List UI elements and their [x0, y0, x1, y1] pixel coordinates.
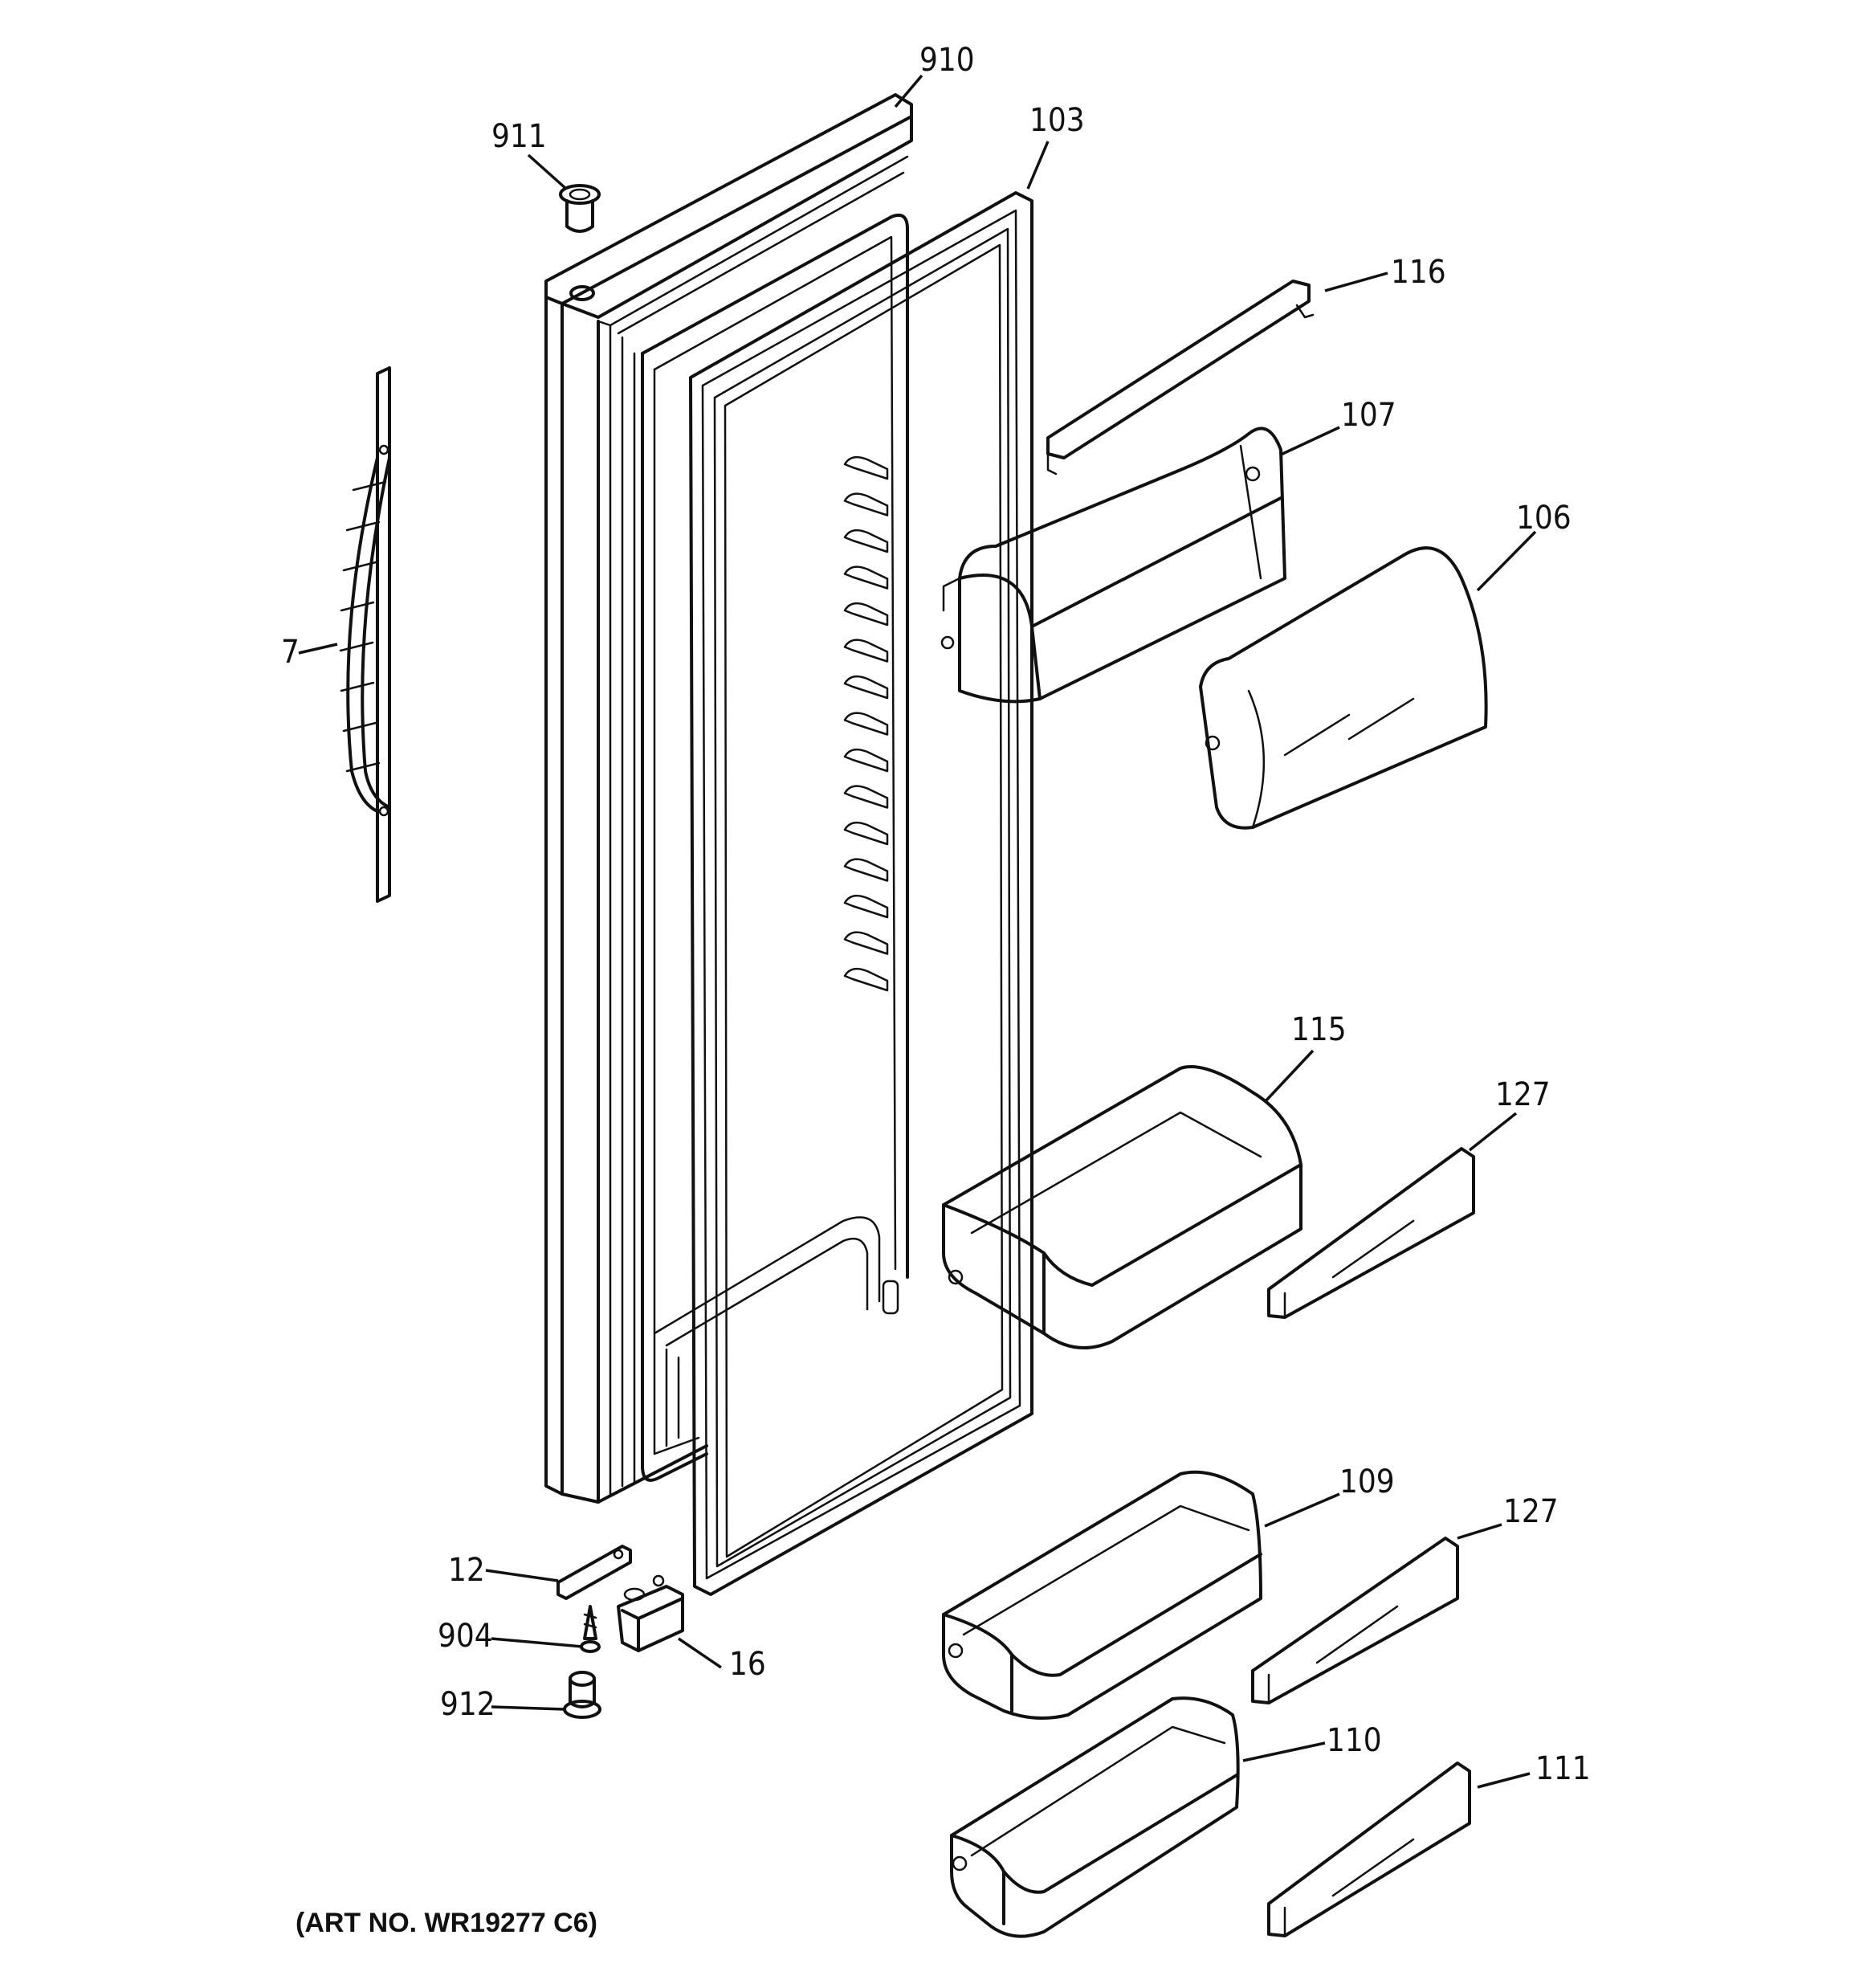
- bin-front-127b: [1251, 1537, 1459, 1704]
- bin-front-127a: [1267, 1147, 1475, 1319]
- callout-12: 12: [448, 1552, 485, 1589]
- door-handle-7: [339, 366, 391, 903]
- door-bin-115: [942, 1065, 1302, 1349]
- callout-109: 109: [1339, 1463, 1395, 1500]
- top-bushing-911: [559, 184, 601, 233]
- outer-door-910: [544, 93, 913, 1504]
- retainer-clip: [843, 639, 889, 663]
- callout-904: 904: [438, 1618, 493, 1655]
- callout-910: 910: [919, 42, 975, 79]
- hinge-16: [617, 1574, 684, 1652]
- callout-labels: 910 911 103 116 107 106 7 115 127 109 12…: [281, 42, 1591, 1787]
- callout-127-a: 127: [1495, 1076, 1551, 1113]
- retainer-clip: [843, 821, 889, 846]
- retainer-clip: [843, 858, 889, 882]
- inner-liner: [641, 213, 909, 1482]
- callout-127-b: 127: [1503, 1493, 1559, 1530]
- callout-116: 116: [1391, 254, 1446, 291]
- bottom-bushing-912: [563, 1671, 601, 1719]
- retainer-clip: [843, 712, 889, 736]
- retainer-clip: [843, 748, 889, 773]
- door-bin-109: [942, 1470, 1262, 1720]
- callout-107: 107: [1341, 397, 1396, 434]
- leader-lines: [298, 74, 1537, 1789]
- dairy-bin-107: [940, 427, 1286, 704]
- retainer-clip: [843, 455, 889, 480]
- callout-7: 7: [281, 634, 300, 671]
- callout-110: 110: [1327, 1722, 1382, 1759]
- callout-911: 911: [491, 118, 547, 155]
- retainer-clip: [843, 675, 889, 700]
- retainer-clip: [843, 602, 889, 627]
- door-gasket-103: [689, 191, 1033, 1596]
- callout-111: 111: [1535, 1750, 1591, 1787]
- callout-115: 115: [1291, 1011, 1347, 1048]
- bin-front-111: [1267, 1761, 1471, 1937]
- retainer-clip: [843, 931, 889, 955]
- retainer-clip: [843, 565, 889, 590]
- retainer-clip: [843, 894, 889, 919]
- retainer-clip: [843, 785, 889, 809]
- bracket-12: [556, 1545, 632, 1600]
- bin-door-106: [1199, 546, 1488, 830]
- callout-16: 16: [729, 1646, 766, 1683]
- shelf-retainer-clips: [843, 455, 889, 992]
- screw-904: [580, 1605, 601, 1653]
- art-number: (ART NO. WR19277 C6): [296, 1908, 597, 1938]
- retainer-clip: [843, 492, 889, 516]
- bar-116: [1046, 280, 1315, 476]
- callout-912: 912: [440, 1686, 495, 1723]
- callout-106: 106: [1516, 500, 1572, 537]
- callout-103: 103: [1029, 102, 1085, 139]
- door-bin-110: [950, 1696, 1240, 1938]
- retainer-clip: [843, 529, 889, 553]
- retainer-clip: [843, 967, 889, 992]
